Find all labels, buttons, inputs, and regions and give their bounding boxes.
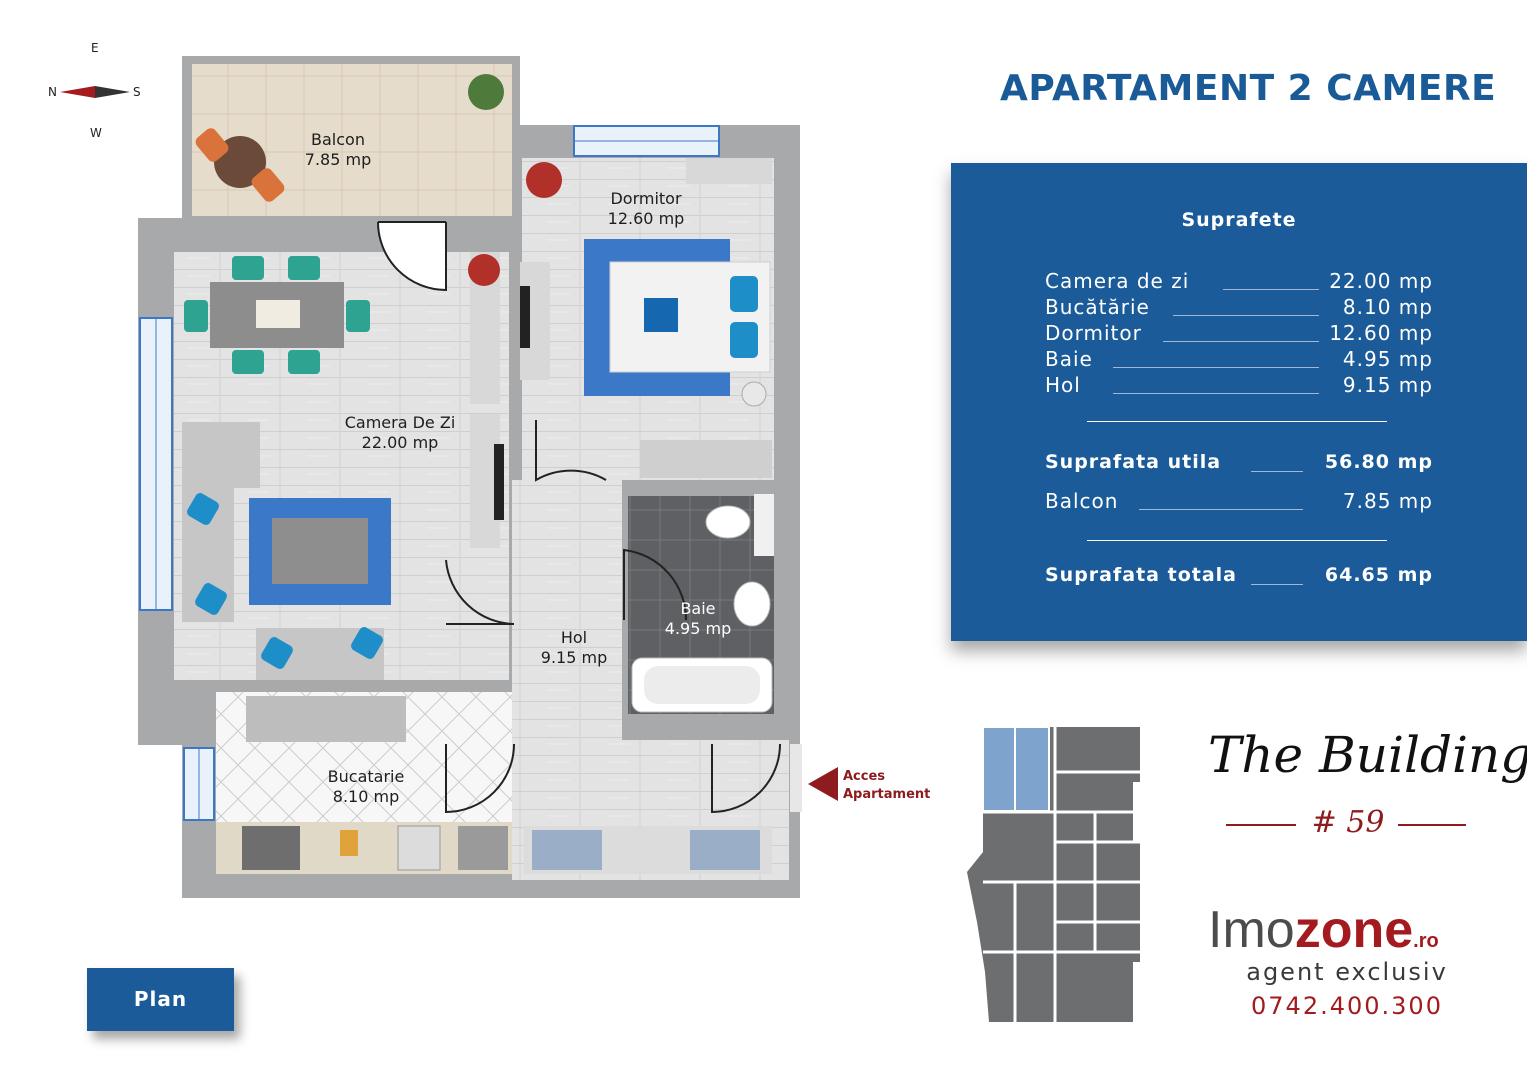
area-label: Baie <box>1045 347 1093 371</box>
compass-east: E <box>91 41 99 55</box>
area-row-baie: Baie 4.95 mp <box>1045 347 1433 371</box>
agency-logo: Imozone.ro <box>1208 900 1439 960</box>
area-value: 9.15 mp <box>1342 373 1433 397</box>
room-name: Dormitor <box>610 189 682 208</box>
access-label: Acces Apartament <box>843 768 930 804</box>
access-line1: Acces <box>843 769 886 784</box>
area-label: Hol <box>1045 373 1081 397</box>
area-value: 8.10 mp <box>1342 295 1433 319</box>
separator <box>1087 421 1387 422</box>
logo-part2: zone <box>1294 901 1414 959</box>
room-area: 8.10 mp <box>332 787 400 806</box>
room-area: 22.00 mp <box>361 433 439 452</box>
room-camera-de-zi: Camera De Zi 22.00 mp <box>330 413 470 453</box>
area-row-dormitor: Dormitor 12.60 mp <box>1045 321 1433 345</box>
area-label: Balcon <box>1045 489 1119 513</box>
room-dormitor: Dormitor 12.60 mp <box>586 189 706 229</box>
logo-part3: .ro <box>1413 930 1439 952</box>
area-row-bucatarie: Bucătărie 8.10 mp <box>1045 295 1433 319</box>
room-area: 9.15 mp <box>540 648 608 667</box>
area-label: Bucătărie <box>1045 295 1150 319</box>
brand-rule-left <box>1226 824 1296 826</box>
room-balcon: Balcon 7.85 mp <box>278 130 398 170</box>
separator <box>1087 540 1387 541</box>
area-label: Dormitor <box>1045 321 1142 345</box>
area-row-hol: Hol 9.15 mp <box>1045 373 1433 397</box>
room-baie: Baie 4.95 mp <box>648 599 748 639</box>
floor-plan <box>138 56 802 898</box>
areas-heading: Suprafete <box>1181 209 1297 231</box>
phone-number[interactable]: 0742.400.300 <box>1251 992 1443 1020</box>
room-area: 4.95 mp <box>664 619 732 638</box>
building-key-plan <box>967 726 1140 1022</box>
area-label: Suprafata totala <box>1045 564 1237 586</box>
area-value: 12.60 mp <box>1329 321 1433 345</box>
area-value: 7.85 mp <box>1342 489 1433 513</box>
room-name: Camera De Zi <box>344 413 456 432</box>
access-arrow-icon <box>808 767 838 801</box>
brand-number: # 59 <box>1311 805 1385 840</box>
page-title: APARTAMENT 2 CAMERE <box>1000 68 1497 109</box>
area-row-useful: Suprafata utila 56.80 mp <box>1045 451 1433 475</box>
agent-text: agent exclusiv <box>1246 958 1448 986</box>
room-bucatarie: Bucatarie 8.10 mp <box>306 767 426 807</box>
area-value: 64.65 mp <box>1324 564 1433 586</box>
area-row-balcony: Balcon 7.85 mp <box>1045 489 1433 513</box>
room-area: 7.85 mp <box>304 150 372 169</box>
room-name: Baie <box>680 599 716 618</box>
brand-logo-script: The Building <box>1208 726 1527 784</box>
compass-west: W <box>90 126 102 140</box>
compass-north: N <box>48 85 57 99</box>
area-value: 56.80 mp <box>1324 451 1433 473</box>
brand-rule-right <box>1398 824 1466 826</box>
area-value: 22.00 mp <box>1329 269 1433 293</box>
room-name: Balcon <box>311 130 365 149</box>
logo-part1: Imo <box>1208 901 1295 959</box>
area-label: Suprafata utila <box>1045 451 1222 473</box>
room-area: 12.60 mp <box>607 209 685 228</box>
compass-south: S <box>133 85 141 99</box>
area-row-camera: Camera de zi 22.00 mp <box>1045 269 1433 293</box>
area-label: Camera de zi <box>1045 269 1190 293</box>
compass-needle-icon <box>60 86 130 98</box>
area-row-total: Suprafata totala 64.65 mp <box>1045 564 1433 588</box>
room-hol: Hol 9.15 mp <box>524 628 624 668</box>
areas-panel: Suprafete Camera de zi 22.00 mp Bucătări… <box>951 163 1527 641</box>
area-value: 4.95 mp <box>1342 347 1433 371</box>
access-line2: Apartament <box>843 787 931 802</box>
room-name: Bucatarie <box>327 767 405 786</box>
plan-button[interactable]: Plan <box>87 968 234 1031</box>
room-name: Hol <box>560 628 588 647</box>
